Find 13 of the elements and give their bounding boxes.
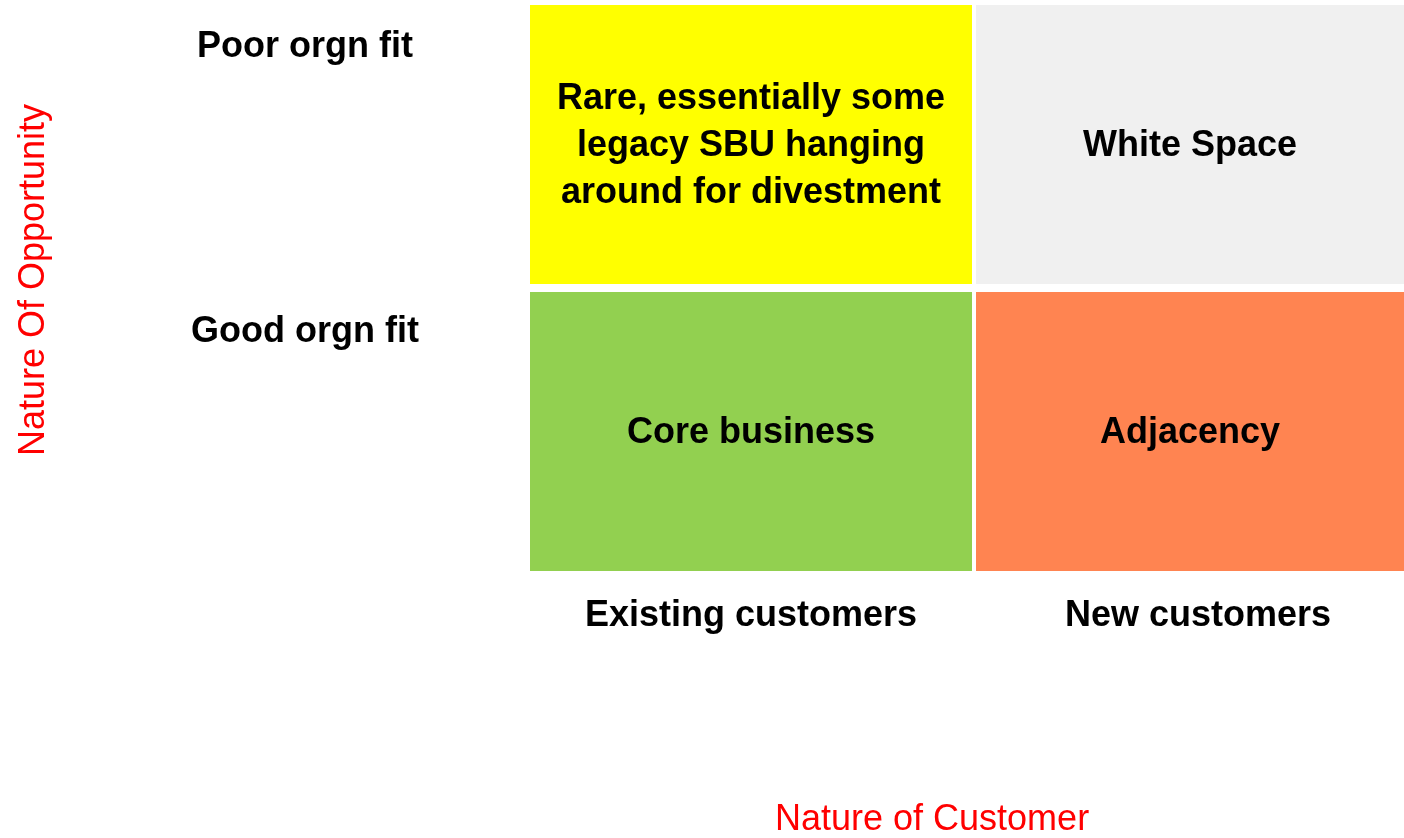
column-label: New customers xyxy=(1065,593,1332,635)
quadrant-box xyxy=(976,292,1404,571)
quadrant-text: White Space xyxy=(1082,122,1298,167)
quadrant-box xyxy=(530,292,972,571)
column-label: Existing customers xyxy=(585,593,918,635)
row-label: Poor orgn fit xyxy=(197,24,413,66)
quadrant-box xyxy=(530,5,972,284)
quadrant-text: Core business xyxy=(626,409,876,454)
axis-title: Nature Of Opportunity xyxy=(11,103,54,457)
row-label: Good orgn fit xyxy=(191,309,419,351)
quadrant-text: Adjacency xyxy=(1099,409,1281,454)
axis-title: Nature of Customer xyxy=(775,797,1090,838)
quadrant-text: Rare, essentially some legacy SBU hanging around for divestment xyxy=(555,75,947,213)
